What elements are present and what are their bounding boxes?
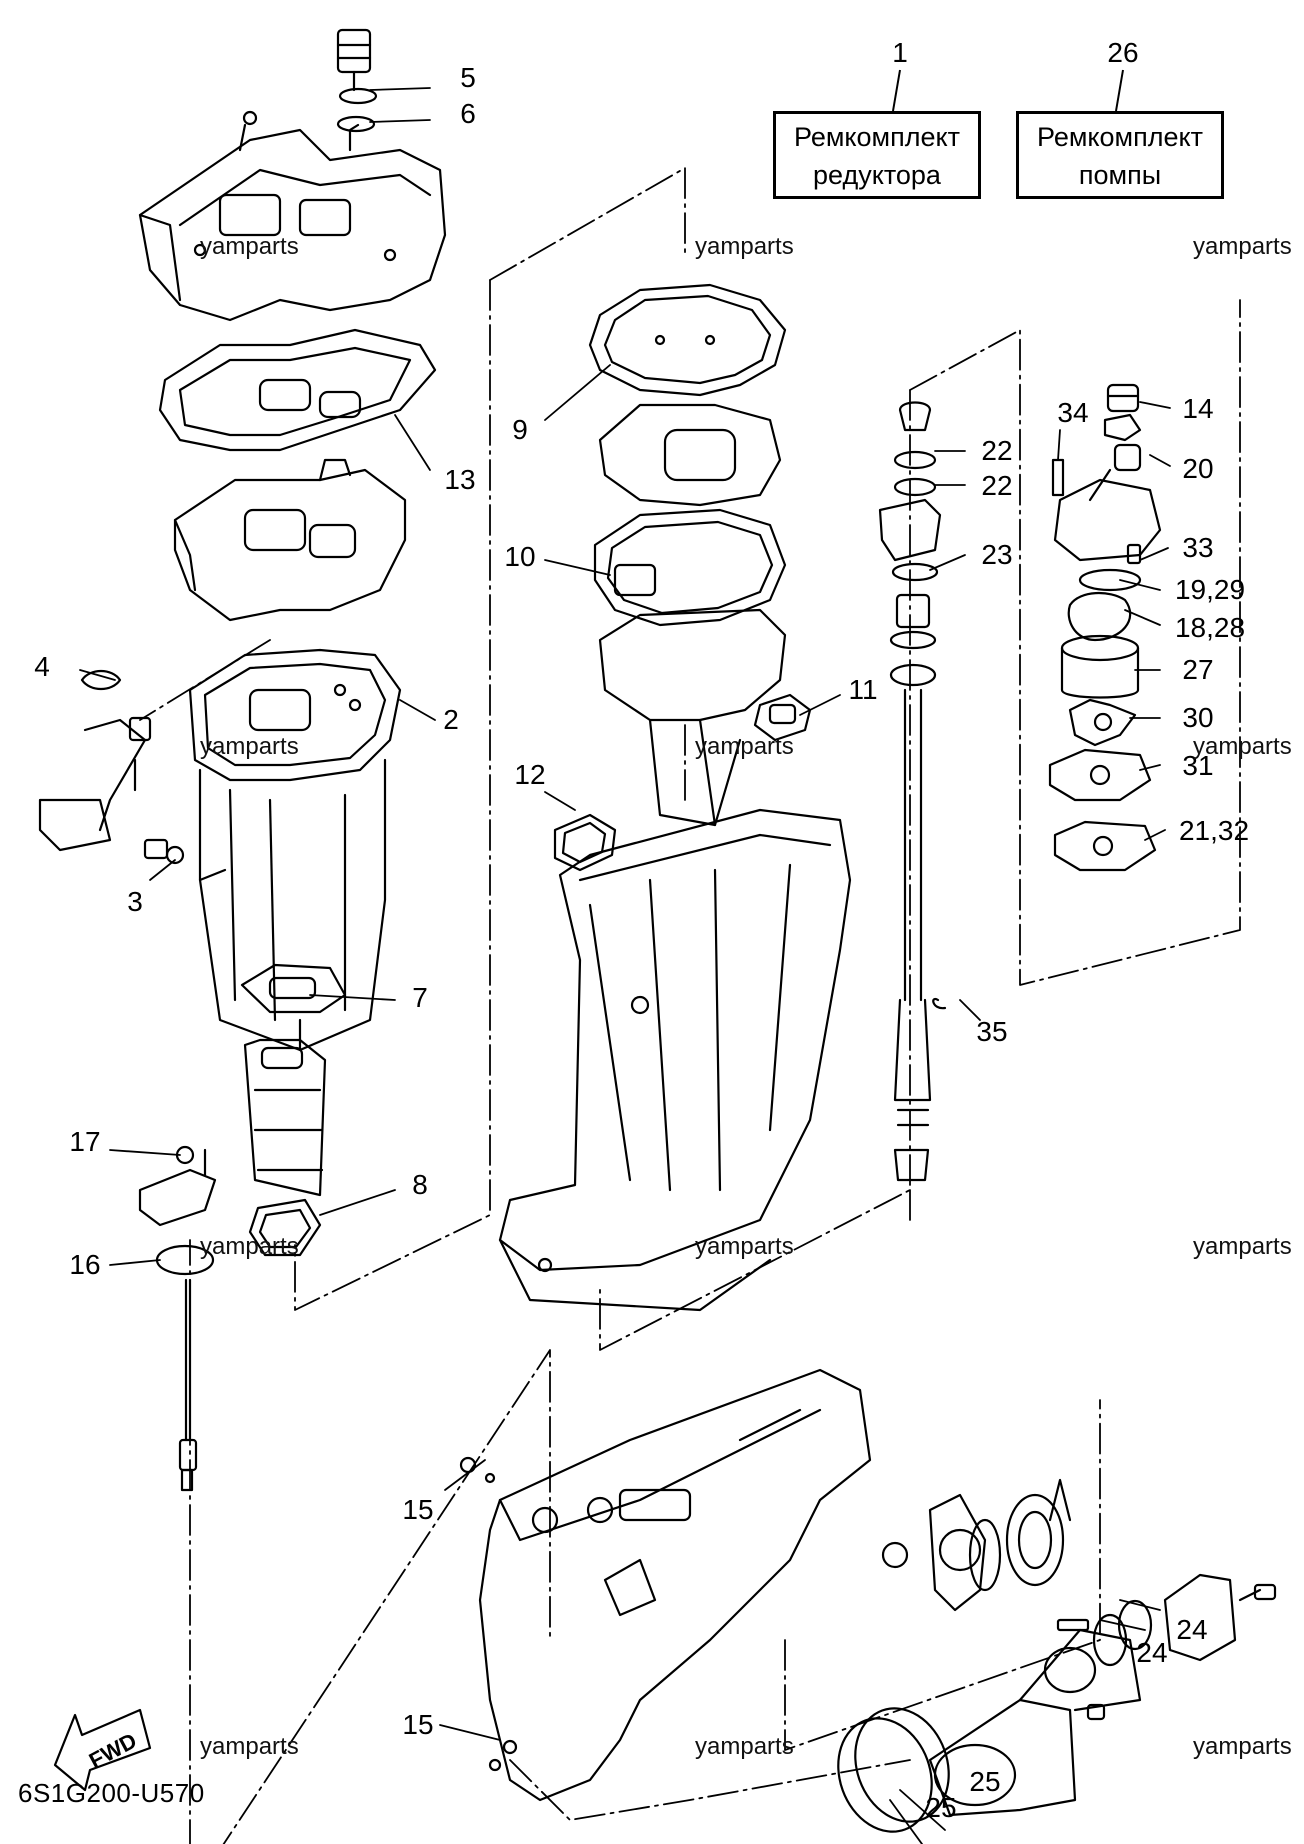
o-ring-5 bbox=[338, 87, 378, 105]
fwd-arrow bbox=[53, 1708, 152, 1792]
callout-8: 8 bbox=[412, 1169, 428, 1200]
lower-unit bbox=[459, 1368, 872, 1802]
callout-15-lower: 15 bbox=[402, 1709, 434, 1740]
drive-shaft-housing bbox=[598, 608, 787, 827]
watermark: yamparts bbox=[1193, 1233, 1292, 1260]
clip-35 bbox=[932, 997, 947, 1010]
gear-assembly bbox=[881, 1478, 1072, 1612]
callout-2: 2 bbox=[443, 704, 459, 735]
callout-15-upper: 15 bbox=[402, 1494, 434, 1525]
watermark: yamparts bbox=[200, 1233, 299, 1260]
callout-35: 35 bbox=[976, 1016, 1008, 1047]
callout-20: 20 bbox=[1182, 453, 1214, 484]
cover-17 bbox=[138, 1145, 217, 1227]
watermark: yamparts bbox=[200, 233, 299, 260]
callout-14: 14 bbox=[1182, 393, 1214, 424]
kit-label-line2: помпы bbox=[1078, 160, 1162, 190]
upper-casing-main bbox=[498, 808, 852, 1312]
callout-3: 3 bbox=[127, 886, 143, 917]
callout-23: 23 bbox=[981, 539, 1013, 570]
callout-17: 17 bbox=[69, 1126, 101, 1157]
exhaust-guide bbox=[173, 458, 407, 622]
plug-3 bbox=[143, 838, 185, 865]
kit-box-pump: Ремкомплект помпы bbox=[1016, 111, 1224, 199]
callout-33: 33 bbox=[1182, 532, 1214, 563]
watermark: yamparts bbox=[695, 1233, 794, 1260]
callout-12: 12 bbox=[514, 759, 546, 790]
callout-leaders bbox=[79, 87, 1171, 1844]
callout-22-upper: 22 bbox=[981, 435, 1013, 466]
callout-25-upper: 25 bbox=[969, 1766, 1001, 1797]
callout-27: 27 bbox=[1182, 654, 1214, 685]
water-pipe-4 bbox=[38, 669, 152, 852]
exhaust-pipe bbox=[243, 1038, 327, 1197]
kit-number-pump: 26 bbox=[1107, 37, 1139, 68]
gasket-7 bbox=[240, 963, 347, 1014]
watermark: yamparts bbox=[200, 733, 299, 760]
callout-25-lower: 25 bbox=[925, 1792, 957, 1823]
upper-casing bbox=[138, 110, 447, 322]
shift-rod bbox=[178, 1278, 198, 1492]
callout-13: 13 bbox=[444, 464, 476, 495]
callout-24-left: 24 bbox=[1136, 1637, 1168, 1668]
diagram-code: 6S1G200-U570 bbox=[18, 1778, 205, 1808]
mount-11 bbox=[753, 693, 812, 742]
o-ring-16 bbox=[155, 1244, 215, 1276]
callout-5: 5 bbox=[460, 62, 476, 93]
drive-shaft bbox=[878, 401, 942, 1182]
gasket-10 bbox=[593, 508, 787, 627]
plate bbox=[598, 403, 782, 507]
callout-19-29: 19,29 bbox=[1174, 574, 1246, 605]
gasket-13 bbox=[158, 328, 437, 452]
kit-label-line1: Ремкомплект bbox=[794, 122, 960, 152]
gasket-9 bbox=[588, 283, 787, 397]
watermark: yamparts bbox=[200, 1733, 299, 1760]
watermark: yamparts bbox=[695, 733, 794, 760]
callout-11: 11 bbox=[848, 674, 878, 705]
callout-30: 30 bbox=[1182, 702, 1214, 733]
watermark: yamparts bbox=[695, 233, 794, 260]
callout-31: 31 bbox=[1182, 750, 1214, 781]
callout-24-right: 24 bbox=[1176, 1614, 1208, 1645]
callout-21-32: 21,32 bbox=[1178, 815, 1250, 846]
callout-34: 34 bbox=[1057, 397, 1089, 428]
water-pump-parts bbox=[1048, 383, 1162, 872]
callout-10: 10 bbox=[504, 541, 536, 572]
callout-4: 4 bbox=[34, 651, 50, 682]
gasket-2 bbox=[188, 648, 402, 782]
callout-16: 16 bbox=[69, 1249, 101, 1280]
seal-8 bbox=[248, 1198, 322, 1257]
kit-label-line1: Ремкомплект bbox=[1037, 122, 1203, 152]
callout-22-lower: 22 bbox=[981, 470, 1013, 501]
watermark: yamparts bbox=[1193, 1733, 1292, 1760]
sender-unit bbox=[336, 28, 372, 92]
kit-label-line2: редуктора bbox=[813, 160, 941, 190]
callout-9: 9 bbox=[512, 414, 528, 445]
watermark: yamparts bbox=[695, 1733, 794, 1760]
watermark: yamparts bbox=[1193, 733, 1292, 760]
kit-box-gearcase: Ремкомплект редуктора bbox=[773, 111, 981, 199]
o-ring-6 bbox=[336, 115, 376, 133]
o-rings-25 bbox=[837, 1707, 950, 1833]
callout-6: 6 bbox=[460, 98, 476, 129]
callout-7: 7 bbox=[412, 982, 428, 1013]
propeller-shaft-housing bbox=[928, 1573, 1277, 1817]
kit-number-gearcase: 1 bbox=[892, 37, 908, 68]
watermark: yamparts bbox=[1193, 233, 1292, 260]
callout-18-28: 18,28 bbox=[1174, 612, 1246, 643]
